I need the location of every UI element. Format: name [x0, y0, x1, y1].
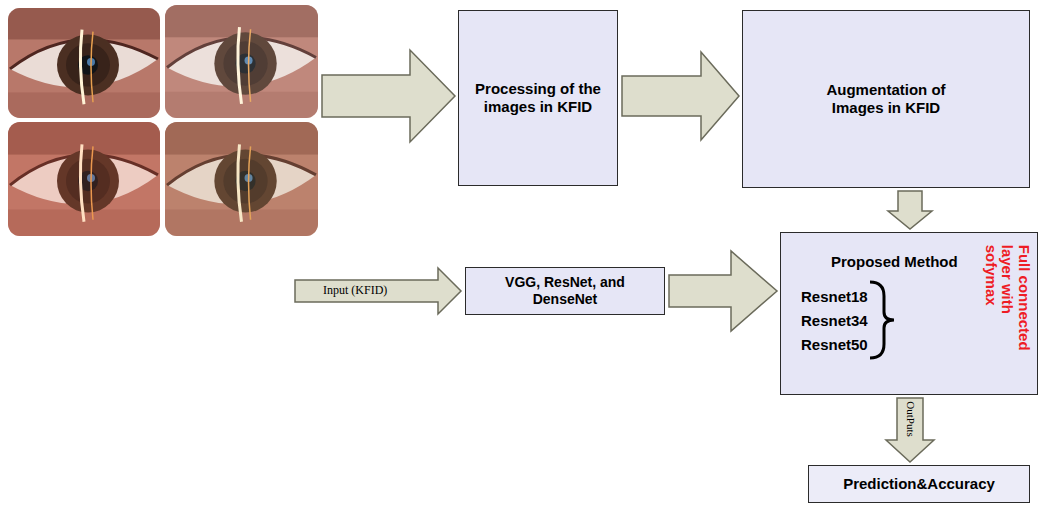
arrow-caption: Input (KFID) [322, 284, 388, 298]
model-name: Resnet50 [801, 336, 868, 354]
process-box: Processing of the images in KFID [458, 10, 618, 186]
input-arrow [295, 268, 461, 314]
block-arrow [888, 191, 932, 229]
box-heading: Proposed Method [831, 253, 958, 271]
block-arrow [622, 52, 739, 140]
model-box: VGG, ResNet, and DenseNet [465, 267, 665, 315]
arrow-label: OutPuts [904, 400, 916, 437]
block-arrow [669, 251, 777, 331]
block-arrow [322, 50, 455, 142]
method-box: Proposed MethodResnet18Resnet34Resnet50 F… [780, 232, 1038, 395]
box-label: Augmentation of Images in KFID [815, 81, 957, 117]
eye-photo [8, 8, 160, 118]
photo-tint [8, 122, 160, 236]
eye-photo [8, 122, 160, 236]
process-box: Augmentation of Images in KFID [742, 10, 1030, 188]
eye-photo [165, 5, 318, 118]
eye-photo [165, 122, 318, 236]
photo-tint [165, 122, 318, 236]
photo-tint [165, 5, 318, 118]
block-arrow [886, 398, 934, 462]
model-name: Resnet34 [801, 312, 868, 330]
layer-note: Full connected layer with sofymax [982, 245, 1032, 367]
box-label: VGG, ResNet, and DenseNet [499, 274, 631, 308]
curly-brace [870, 282, 894, 358]
box-label: Processing of the images in KFID [467, 80, 609, 116]
output-box: Prediction&Accuracy [808, 465, 1030, 503]
model-name: Resnet18 [801, 288, 868, 306]
box-label: Prediction&Accuracy [843, 475, 995, 493]
